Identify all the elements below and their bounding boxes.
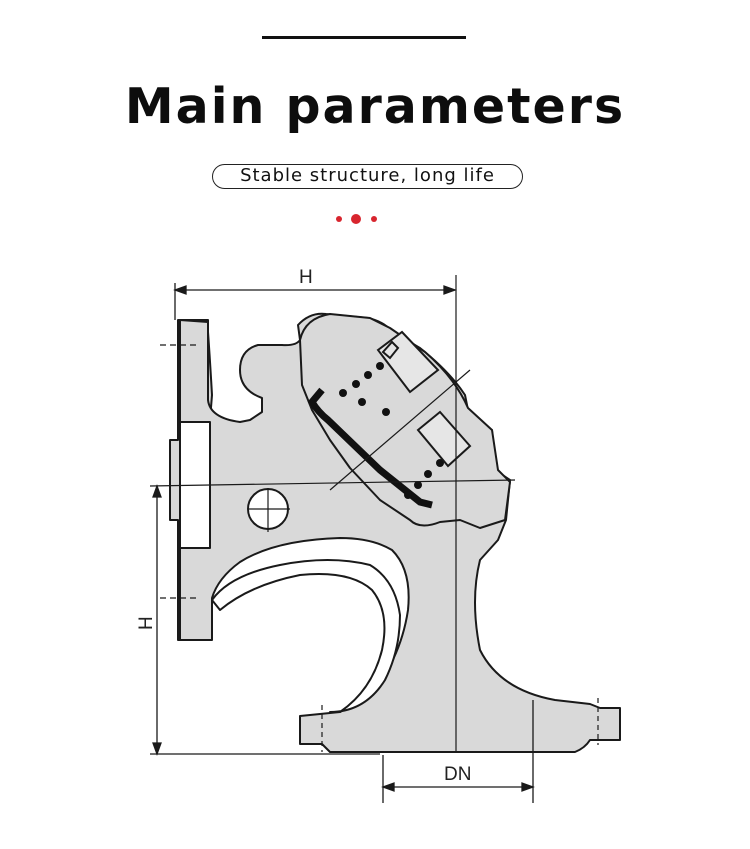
arrow-h-top-right [443, 285, 457, 295]
top-divider [262, 36, 466, 39]
label-h-top: H [299, 267, 313, 288]
valve-cover [299, 313, 511, 529]
gasket [307, 387, 433, 509]
label-dn: DN [444, 764, 471, 785]
lower-stem [416, 410, 472, 468]
dot-center [351, 214, 361, 224]
subtitle-badge: Stable structure, long life [212, 164, 523, 189]
page-title: Main parameters [124, 78, 626, 135]
diagonal-axis [329, 369, 471, 491]
arrow-dn-right [521, 782, 535, 792]
horizontal-centerline [149, 479, 516, 487]
dot-right [371, 216, 377, 222]
arrow-h-side-top [152, 484, 162, 498]
arrow-h-top-left [173, 285, 187, 295]
inner-cavity [211, 559, 401, 713]
valve-diagram: H H DN [136, 267, 621, 803]
label-h-side: H [136, 616, 157, 630]
decorative-dots [336, 213, 382, 225]
subtitle-text: Stable structure, long life [240, 165, 495, 186]
dot-left [336, 216, 342, 222]
arrow-h-side-bottom [152, 742, 162, 756]
top-plug [381, 340, 400, 360]
arrow-dn-left [381, 782, 395, 792]
valve-body [179, 312, 621, 753]
